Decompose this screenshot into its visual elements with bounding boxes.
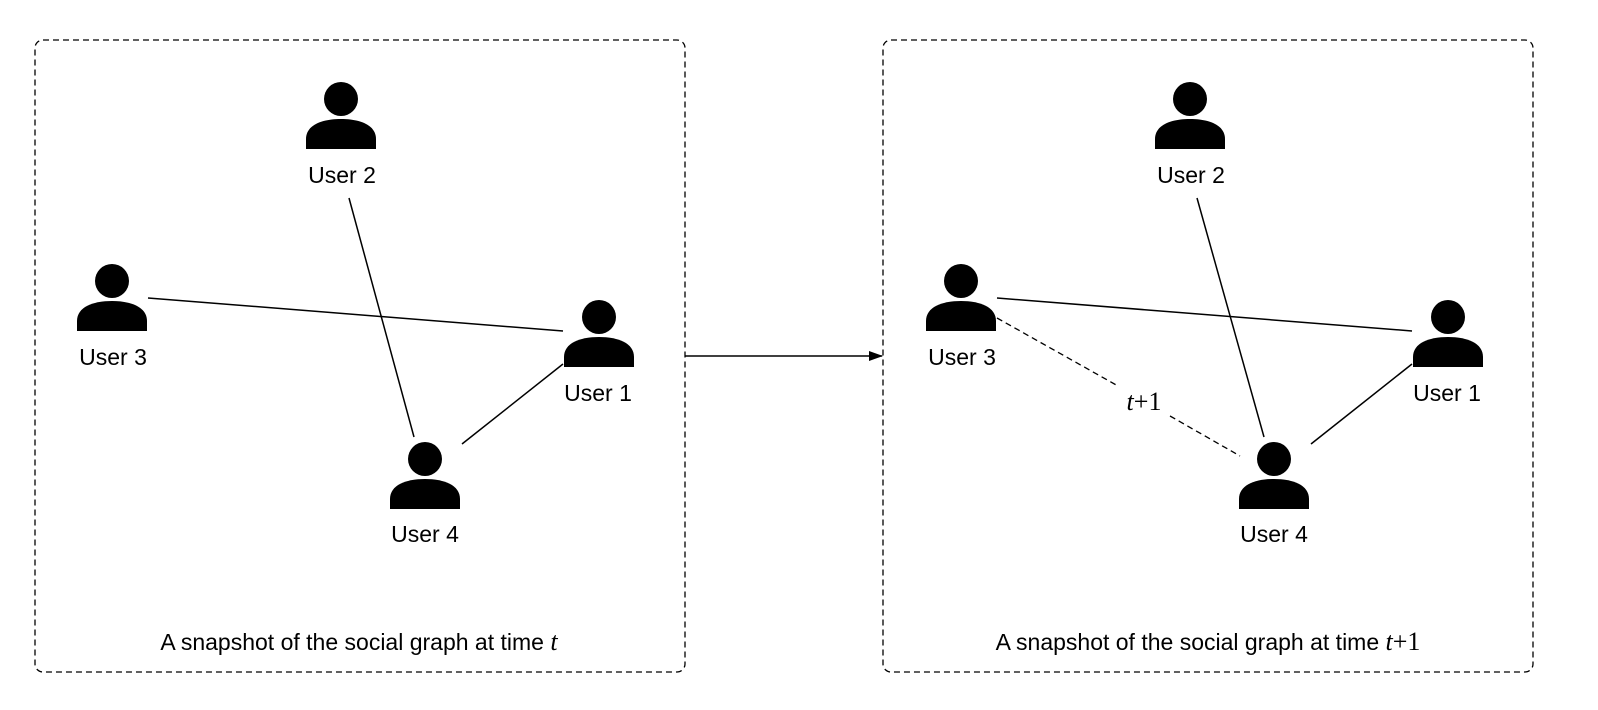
person-icon — [390, 442, 460, 509]
node-user-1: User 1 — [1413, 300, 1483, 406]
node-user-2: User 2 — [306, 82, 376, 188]
person-icon — [926, 264, 996, 331]
person-icon — [306, 82, 376, 149]
person-icon — [1239, 442, 1309, 509]
node-label: User 3 — [928, 344, 996, 370]
node-label: User 3 — [79, 344, 147, 370]
node-user-2: User 2 — [1155, 82, 1225, 188]
person-icon — [1413, 300, 1483, 367]
node-user-1: User 1 — [564, 300, 634, 406]
node-user-4: User 4 — [1239, 442, 1309, 547]
person-icon — [1155, 82, 1225, 149]
edge-user2-user4 — [1196, 197, 1265, 438]
edge-user3-user1 — [996, 297, 1413, 332]
edge-user2-user4 — [348, 197, 415, 438]
node-label: User 4 — [1240, 521, 1308, 547]
right-panel: t+1 User 2 User 3 User 1 User 4 A snapsh… — [882, 39, 1534, 673]
node-label: User 4 — [391, 521, 459, 547]
edge-user3-user1 — [147, 297, 564, 332]
edge-user4-user1 — [1310, 363, 1413, 445]
node-user-4: User 4 — [390, 442, 460, 547]
node-label: User 1 — [564, 380, 632, 406]
node-user-3: User 3 — [77, 264, 147, 370]
person-icon — [564, 300, 634, 367]
person-icon — [77, 264, 147, 331]
right-panel-frame — [882, 39, 1534, 673]
edge-user3-user4-new-tail — [1169, 415, 1241, 457]
edge-user4-user1 — [461, 363, 564, 445]
new-edge-time-label: t+1 — [1127, 387, 1162, 416]
left-panel: User 2 User 3 User 1 User 4 A snapshot o… — [34, 39, 686, 673]
node-user-3: User 3 — [926, 264, 996, 370]
node-label: User 2 — [308, 162, 376, 188]
edge-user3-user4-new — [996, 317, 1119, 387]
node-label: User 2 — [1157, 162, 1225, 188]
node-label: User 1 — [1413, 380, 1481, 406]
left-panel-caption: A snapshot of the social graph at time t — [160, 627, 558, 656]
right-panel-caption: A snapshot of the social graph at time t… — [996, 627, 1421, 656]
